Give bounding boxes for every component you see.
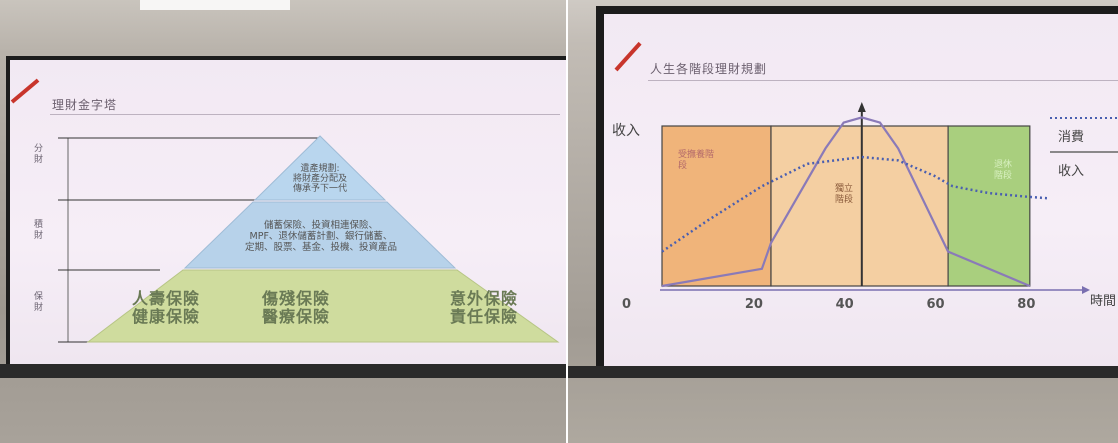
- x-tick-label: 0: [622, 297, 631, 312]
- screen-bottom-bar: [0, 364, 566, 378]
- x-axis-label: 時間: [1090, 294, 1117, 309]
- stage-region: [770, 125, 949, 287]
- screen-bottom-bar: [568, 366, 1118, 378]
- side-label-top: 分財: [34, 144, 44, 165]
- stage-region: [661, 125, 772, 287]
- insurance-group-center: 傷殘保險 醫療保險: [262, 289, 331, 326]
- x-tick-label: 80: [1017, 297, 1035, 312]
- y-axis-arrow: [857, 102, 866, 112]
- legend-consumption: 消費: [1058, 130, 1085, 145]
- series-line: [661, 116, 1031, 288]
- stage-label-retired: 退休階段: [994, 160, 1013, 181]
- photo-divider: [566, 0, 568, 443]
- series-line: [661, 155, 1049, 253]
- life-stage-chart: 0 20 40 60 80: [622, 102, 1118, 312]
- insurance-group-left: 人壽保險 健康保險: [132, 289, 201, 326]
- insurance-group-right: 意外保險 責任保險: [450, 289, 519, 326]
- left-photo: 理財金字塔 分財 積財 保財 遺產規劃: 將財產分配及 傳承予下一代 儲蓄保險、…: [0, 0, 566, 443]
- pyramid-top-text: 遺產規劃: 將財產分配及 傳承予下一代: [292, 164, 347, 194]
- legend-income: 收入: [1058, 164, 1085, 179]
- left-slide: 理財金字塔 分財 積財 保財 遺產規劃: 將財產分配及 傳承予下一代 儲蓄保險、…: [10, 60, 566, 364]
- side-label-bottom: 保財: [34, 292, 44, 313]
- x-tick-label: 20: [745, 297, 763, 312]
- stage-label-dependent: 受撫養階段: [678, 150, 715, 171]
- title-rule: [50, 114, 560, 115]
- pyramid-diagram: [58, 135, 560, 343]
- stage-region: [947, 125, 1031, 287]
- pyramid-bottom: [86, 269, 560, 343]
- pyramid-top: [253, 135, 387, 201]
- pyramid-middle-text: 儲蓄保險、投資相連保險、 MPF、退休儲蓄計劃、銀行儲蓄、 定期、股票、基金、投…: [244, 220, 397, 253]
- right-photo: 人生各階段理財規劃 0 20 40 60 80 收入 時間 消費 收入 受撫養階段 獨立…: [568, 0, 1118, 443]
- slide-title: 人生各階段理財規劃: [650, 62, 768, 76]
- y-axis-label: 收入: [612, 123, 640, 139]
- title-rule: [648, 80, 1118, 81]
- side-label-middle: 積財: [34, 220, 44, 241]
- stage-label-independent: 獨立階段: [834, 184, 853, 205]
- x-tick-label: 40: [836, 297, 854, 312]
- x-axis-arrow: [1082, 286, 1090, 294]
- x-tick-label: 60: [926, 297, 944, 312]
- pyramid-middle: [183, 201, 457, 269]
- ceiling-light: [140, 0, 290, 10]
- right-slide: 人生各階段理財規劃 0 20 40 60 80 收入 時間 消費 收入 受撫養階段 獨立…: [604, 14, 1118, 366]
- slide-title: 理財金字塔: [52, 98, 118, 112]
